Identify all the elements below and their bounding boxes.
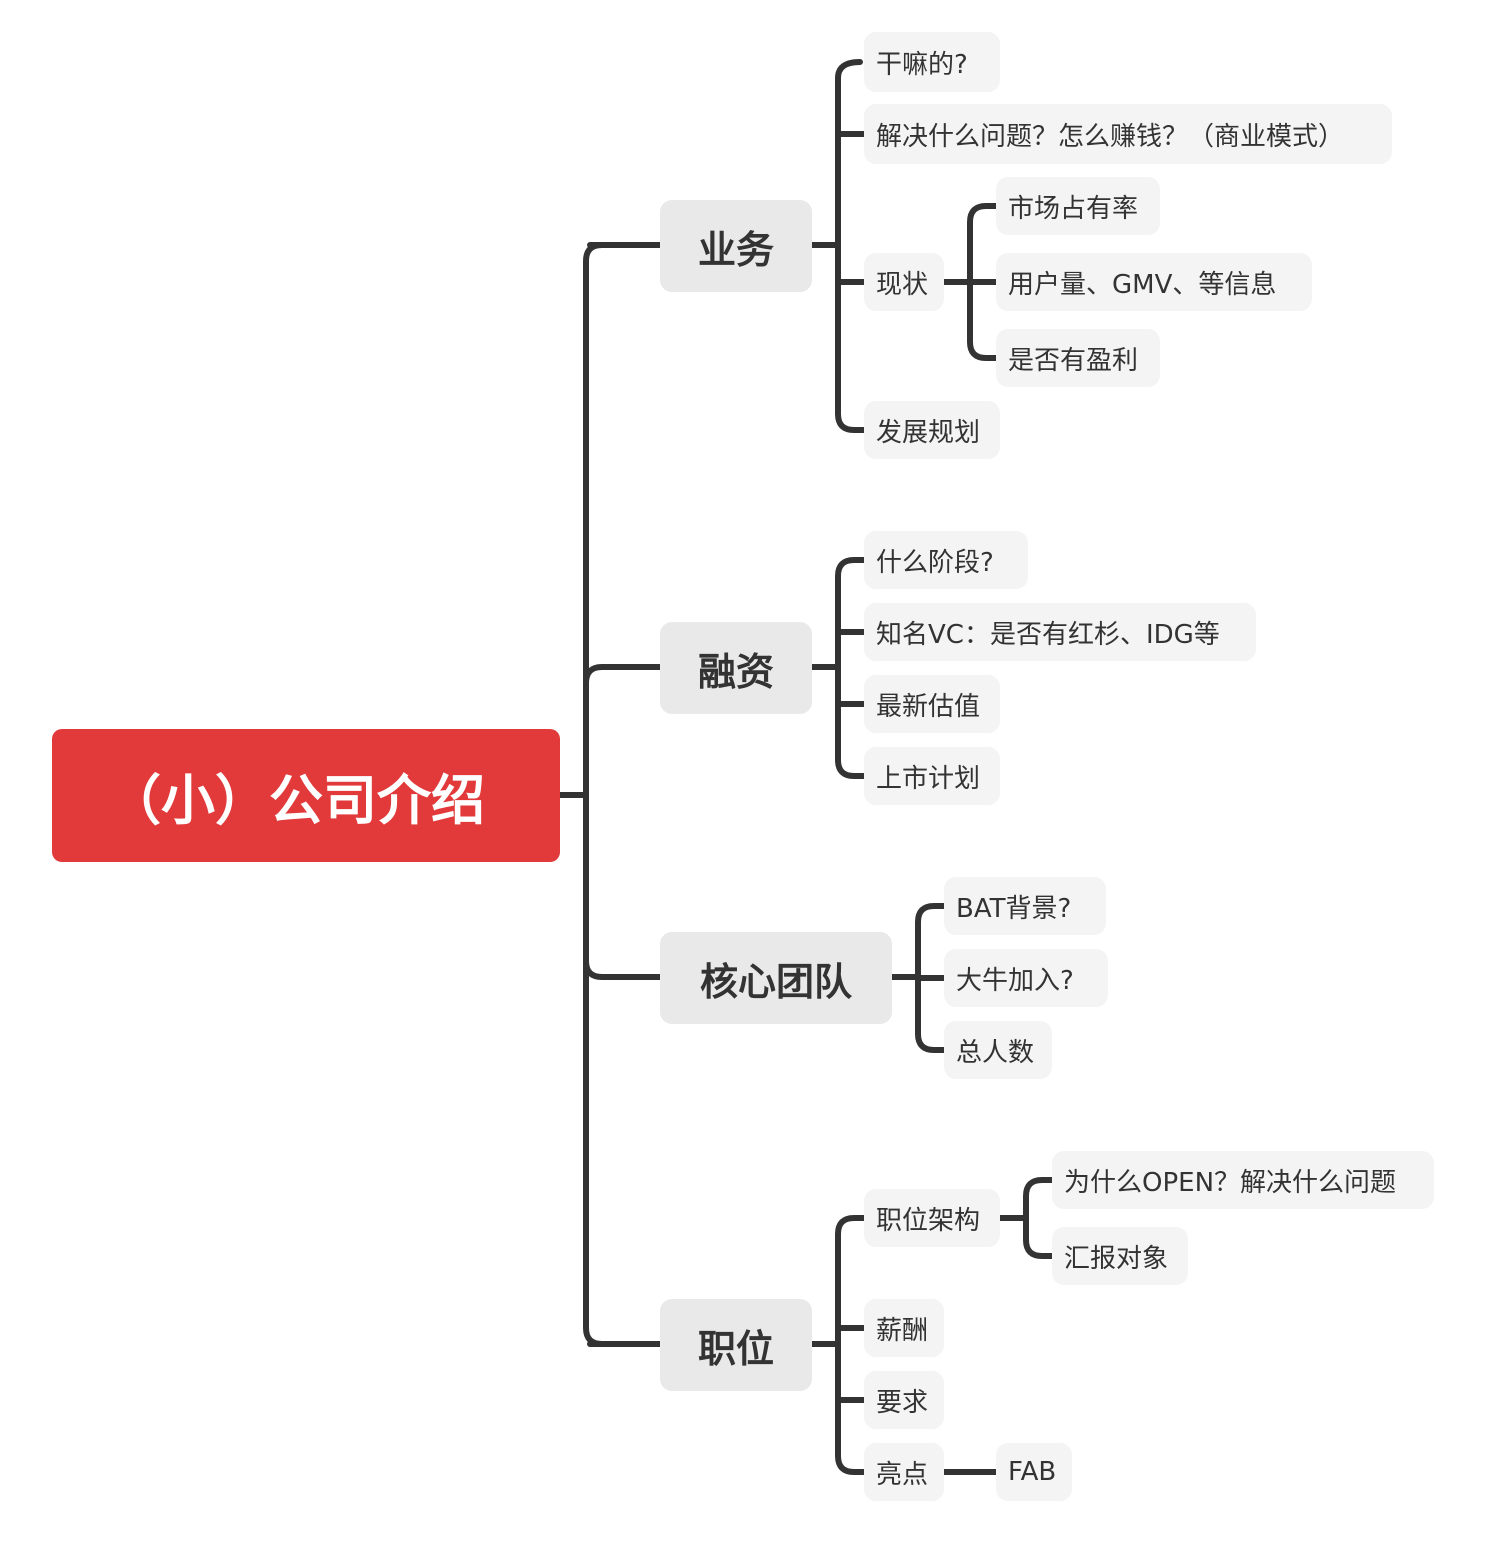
topic-ipo-plan[interactable]: 上市计划: [864, 747, 1000, 805]
connector-yewu-spine: [835, 59, 867, 433]
connector-rongzi-spine: [835, 557, 867, 779]
branch-core-team[interactable]: 核心团队: [660, 932, 892, 1024]
connector-to-team: [583, 958, 663, 980]
topic-ganmade[interactable]: 干嘛的?: [864, 32, 1000, 92]
topic-position-structure[interactable]: 职位架构: [864, 1189, 1000, 1247]
connector-jiagou-spine: [1023, 1177, 1055, 1259]
topic-why-open[interactable]: 为什么OPEN？解决什么问题: [1052, 1151, 1434, 1209]
topic-bat-background[interactable]: BAT背景?: [944, 877, 1106, 935]
topic-xianzhuang[interactable]: 现状: [864, 253, 944, 311]
topic-fab[interactable]: FAB: [996, 1443, 1072, 1501]
branch-yewu[interactable]: 业务: [660, 200, 812, 292]
topic-salary[interactable]: 薪酬: [864, 1299, 944, 1357]
topic-requirements[interactable]: 要求: [864, 1371, 944, 1429]
topic-famous-vc[interactable]: 知名VC：是否有红杉、IDG等: [864, 603, 1256, 661]
topic-stage[interactable]: 什么阶段?: [864, 531, 1028, 589]
topic-development-plan[interactable]: 发展规划: [864, 401, 1000, 459]
topic-valuation[interactable]: 最新估值: [864, 675, 1000, 733]
topic-experts-joining[interactable]: 大牛加入?: [944, 949, 1108, 1007]
branch-zhiwei[interactable]: 职位: [660, 1299, 812, 1391]
branch-rongzi[interactable]: 融资: [660, 622, 812, 714]
topic-highlights[interactable]: 亮点: [864, 1443, 944, 1501]
topic-headcount[interactable]: 总人数: [944, 1021, 1052, 1079]
topic-business-model[interactable]: 解决什么问题？怎么赚钱？（商业模式）: [864, 104, 1392, 164]
topic-market-share[interactable]: 市场占有率: [996, 177, 1160, 235]
topic-user-gmv[interactable]: 用户量、GMV、等信息: [996, 253, 1312, 311]
root-topic[interactable]: （小）公司介绍: [52, 729, 560, 862]
topic-profit[interactable]: 是否有盈利: [996, 329, 1160, 387]
connector-zhiwei-spine: [835, 1215, 867, 1475]
connector-root-spine: [583, 242, 609, 1347]
connector-to-rongzi: [583, 664, 663, 686]
topic-report-to[interactable]: 汇报对象: [1052, 1227, 1188, 1285]
